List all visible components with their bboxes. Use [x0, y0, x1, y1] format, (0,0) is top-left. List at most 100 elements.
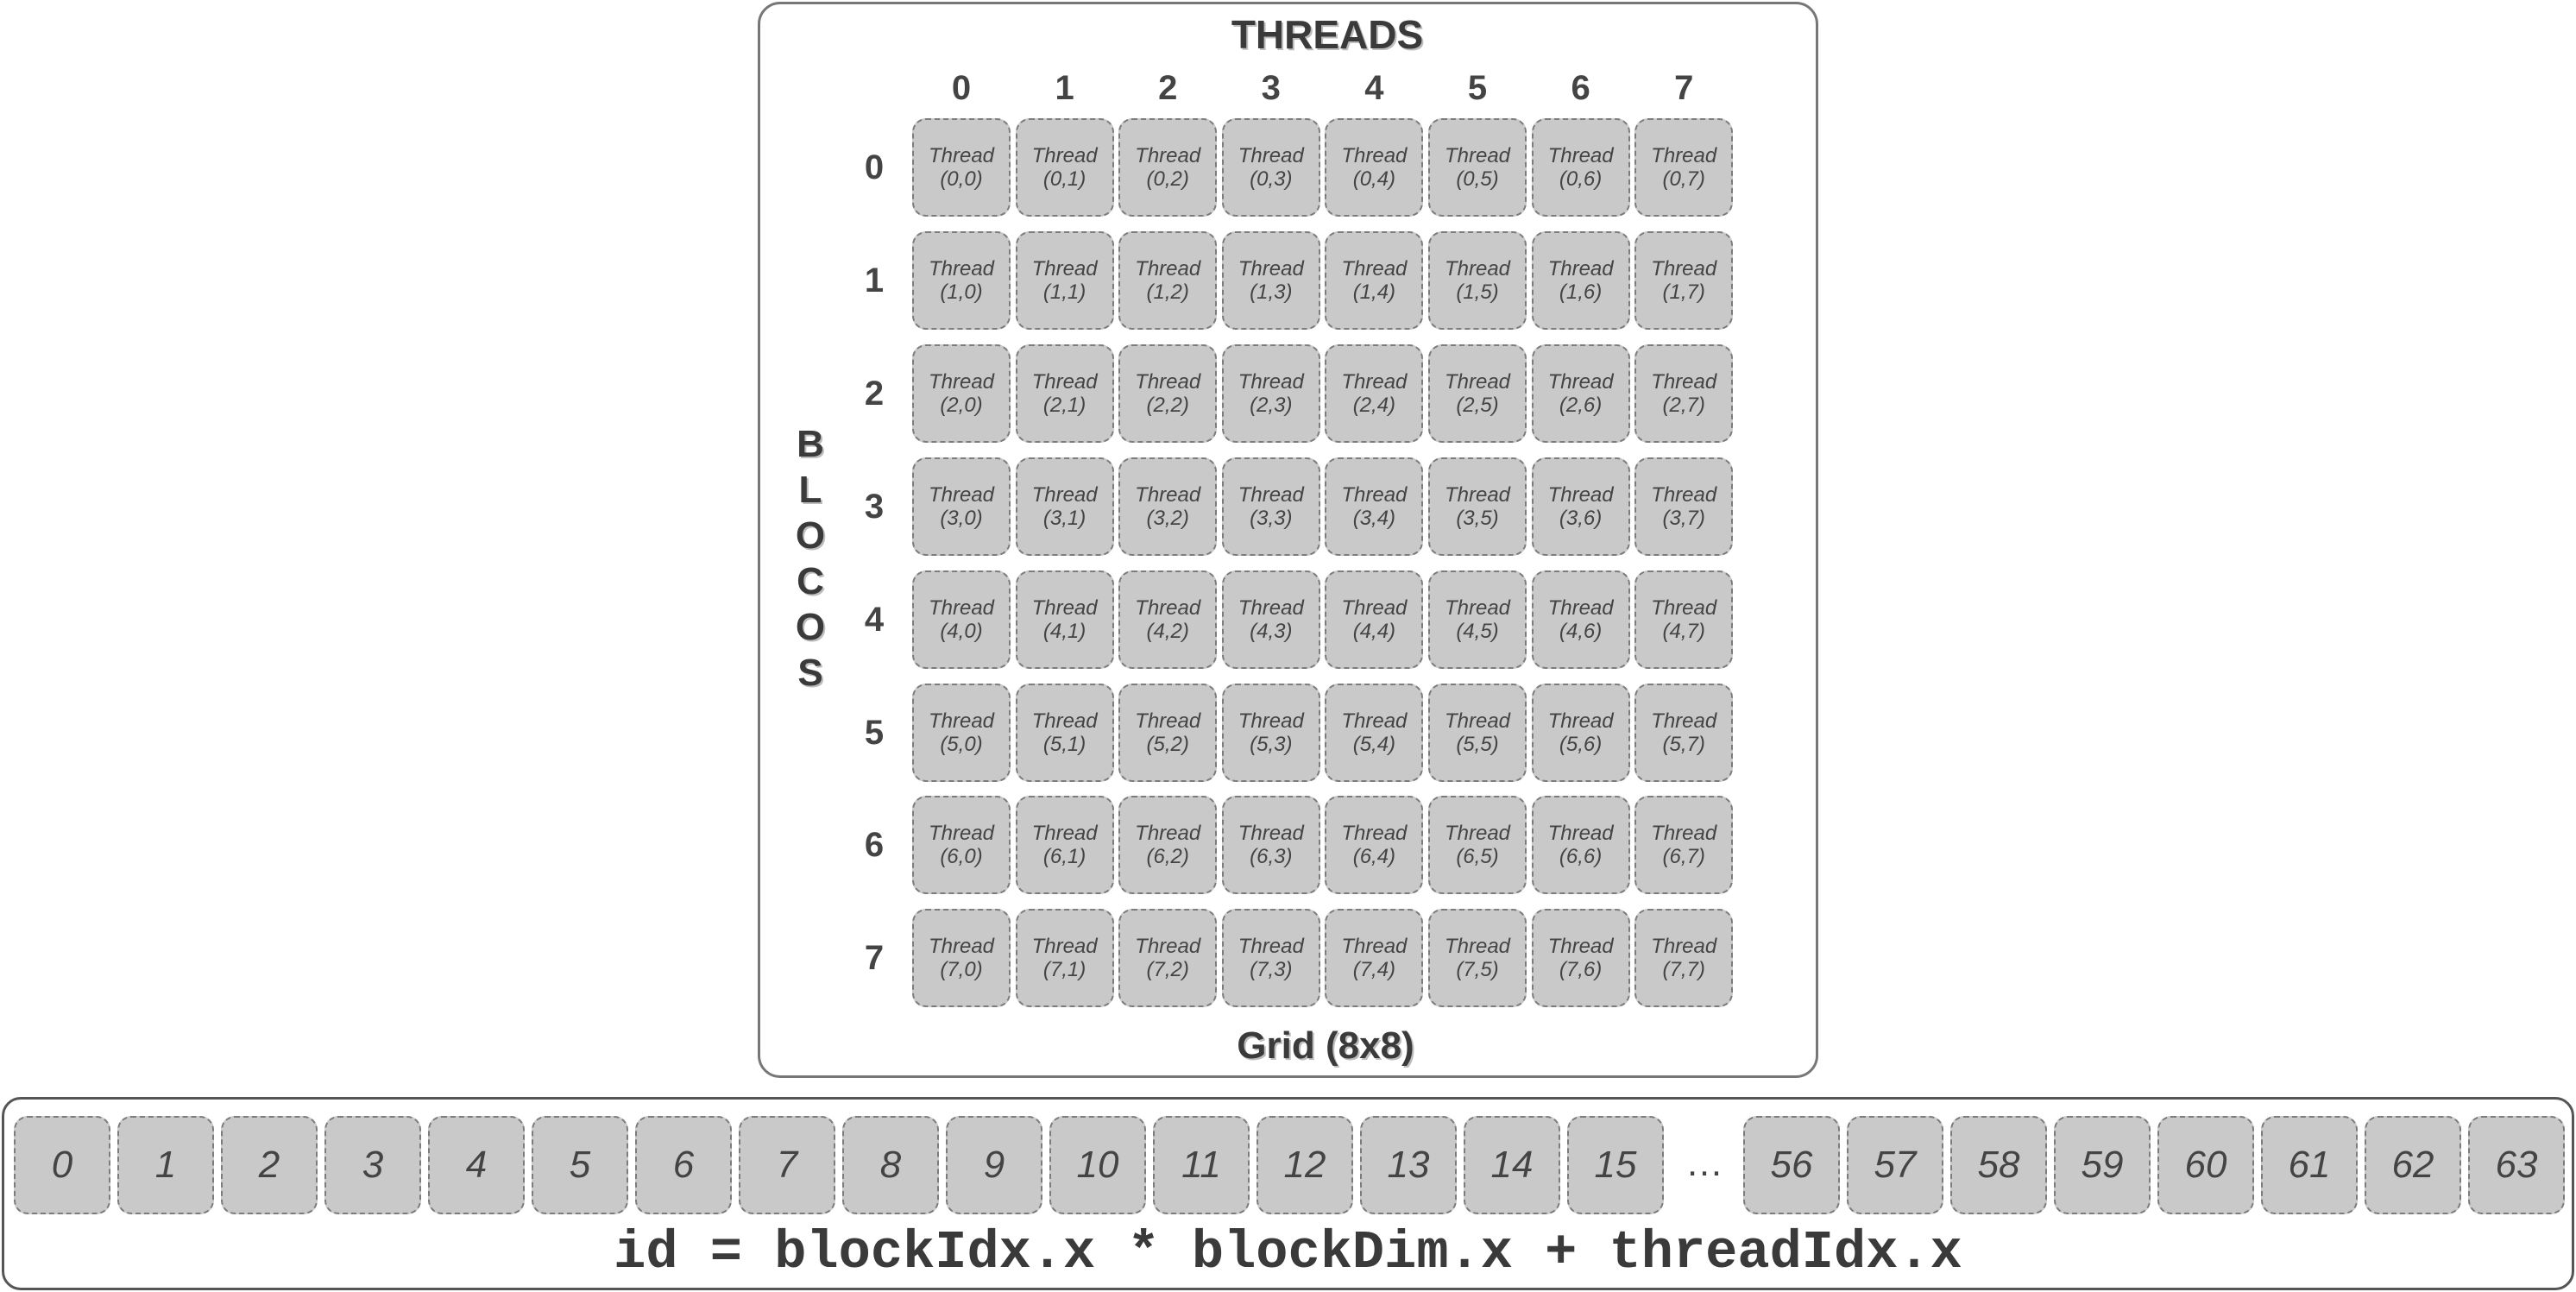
thread-cell: Thread(1,2): [1118, 230, 1218, 330]
thread-cell-label: Thread: [928, 369, 995, 394]
thread-cell-label: Thread: [1444, 822, 1511, 846]
blocks-axis-letter: O: [795, 514, 826, 557]
thread-cell-label: Thread: [928, 935, 995, 959]
thread-cell-coords: (4,0): [940, 619, 983, 643]
thread-cell: Thread(3,5): [1428, 457, 1527, 556]
thread-cell-coords: (3,5): [1456, 506, 1499, 530]
thread-cell-label: Thread: [1651, 482, 1717, 507]
column-index: 4: [1364, 69, 1384, 107]
thread-cell: Thread(7,0): [912, 909, 1011, 1008]
thread-cell-label: Thread: [928, 482, 995, 507]
thread-cell-label: Thread: [1651, 369, 1717, 394]
thread-cell-label: Thread: [928, 596, 995, 620]
thread-cell: Thread(6,6): [1531, 796, 1630, 895]
thread-cell-label: Thread: [1547, 256, 1614, 280]
thread-cell-coords: (1,4): [1352, 280, 1396, 304]
thread-cell: Thread(6,4): [1325, 796, 1424, 895]
thread-cell: Thread(2,5): [1428, 343, 1527, 443]
thread-cell-label: Thread: [1444, 144, 1511, 167]
thread-cell: Thread(0,2): [1118, 118, 1218, 217]
linear-id-cell: 13: [1360, 1116, 1457, 1214]
column-index: 7: [1674, 69, 1694, 107]
thread-cell-coords: (4,4): [1352, 619, 1396, 643]
thread-cell: Thread(1,4): [1325, 230, 1424, 330]
row-index: 0: [864, 148, 885, 186]
thread-cell: Thread(7,2): [1118, 909, 1218, 1008]
thread-cell-label: Thread: [1547, 482, 1614, 507]
thread-cell-coords: (2,2): [1146, 393, 1189, 417]
thread-cell-label: Thread: [1651, 822, 1717, 846]
thread-cell-label: Thread: [1031, 256, 1098, 280]
thread-cell-label: Thread: [928, 709, 995, 733]
row-index: 7: [864, 939, 885, 978]
thread-cell-label: Thread: [1341, 482, 1408, 507]
thread-cell-coords: (4,5): [1456, 619, 1499, 643]
thread-cell: Thread(2,1): [1015, 343, 1114, 443]
thread-cell-label: Thread: [1135, 709, 1201, 733]
thread-cell-coords: (3,1): [1042, 506, 1086, 530]
column-index: 2: [1158, 69, 1178, 107]
thread-cell-label: Thread: [928, 822, 995, 846]
linear-id-cell: 9: [946, 1116, 1042, 1214]
thread-cell-label: Thread: [1031, 709, 1098, 733]
thread-cell-coords: (3,2): [1146, 506, 1189, 530]
thread-cell-coords: (3,6): [1559, 506, 1603, 530]
thread-cell-coords: (2,0): [940, 393, 983, 417]
thread-cell: Thread(7,4): [1325, 909, 1424, 1008]
thread-cell-coords: (2,5): [1456, 393, 1499, 417]
thread-cell-coords: (6,6): [1559, 845, 1603, 869]
thread-cell: Thread(6,3): [1221, 796, 1320, 895]
linear-id-cell: 3: [324, 1116, 421, 1214]
thread-cell-coords: (7,2): [1146, 958, 1189, 982]
linear-id-cell: 5: [532, 1116, 628, 1214]
linear-id-cell: 12: [1257, 1116, 1353, 1214]
linear-id-cell: 4: [428, 1116, 525, 1214]
thread-cell: Thread(4,1): [1015, 570, 1114, 669]
thread-cell: Thread(6,7): [1634, 796, 1734, 895]
threads-title: THREADS: [1231, 12, 1424, 57]
thread-cell: Thread(3,2): [1118, 457, 1218, 556]
thread-cell-coords: (7,7): [1662, 958, 1705, 982]
thread-cell: Thread(3,6): [1531, 457, 1630, 556]
thread-cell-label: Thread: [1341, 822, 1408, 846]
thread-cell-label: Thread: [1547, 596, 1614, 620]
thread-cell-coords: (1,1): [1042, 280, 1086, 304]
thread-cell-label: Thread: [1031, 144, 1098, 167]
thread-cell-label: Thread: [1031, 596, 1098, 620]
thread-cell-label: Thread: [1238, 709, 1304, 733]
thread-cell: Thread(0,4): [1325, 118, 1424, 217]
thread-cell: Thread(4,0): [912, 570, 1011, 669]
thread-cell-label: Thread: [1444, 935, 1511, 959]
thread-cell: Thread(1,0): [912, 230, 1011, 330]
thread-cell-label: Thread: [1238, 935, 1304, 959]
linear-id-cell: 1: [117, 1116, 214, 1214]
thread-cell-coords: (7,4): [1352, 958, 1396, 982]
linear-id-cell: 59: [2054, 1116, 2151, 1214]
thread-cell: Thread(4,5): [1428, 570, 1527, 669]
blocks-axis-letter: B: [797, 423, 824, 465]
thread-cell-label: Thread: [1547, 935, 1614, 959]
row-index: 5: [864, 713, 885, 752]
thread-cell-label: Thread: [1651, 256, 1717, 280]
thread-cell-coords: (6,4): [1352, 845, 1396, 869]
thread-cell-coords: (2,6): [1559, 393, 1603, 417]
thread-cell-coords: (2,7): [1662, 393, 1705, 417]
thread-cell-coords: (2,4): [1352, 393, 1396, 417]
linear-id-cell: 2: [221, 1116, 318, 1214]
column-index: 0: [951, 69, 972, 107]
linear-id-cell: 6: [635, 1116, 732, 1214]
thread-cell-coords: (0,0): [940, 167, 983, 191]
thread-cell-label: Thread: [1547, 369, 1614, 394]
thread-cell-label: Thread: [1651, 935, 1717, 959]
index-ellipsis: …: [1685, 1142, 1723, 1184]
thread-cell-coords: (4,7): [1662, 619, 1705, 643]
thread-cell-coords: (5,6): [1559, 732, 1603, 756]
thread-cell-coords: (7,3): [1250, 958, 1293, 982]
thread-cell: Thread(4,7): [1634, 570, 1734, 669]
thread-cell-coords: (5,0): [940, 732, 983, 756]
blocks-axis-letter: S: [797, 652, 823, 694]
thread-cell-label: Thread: [1547, 709, 1614, 733]
thread-cell-label: Thread: [1135, 935, 1201, 959]
thread-cell-coords: (1,6): [1559, 280, 1603, 304]
